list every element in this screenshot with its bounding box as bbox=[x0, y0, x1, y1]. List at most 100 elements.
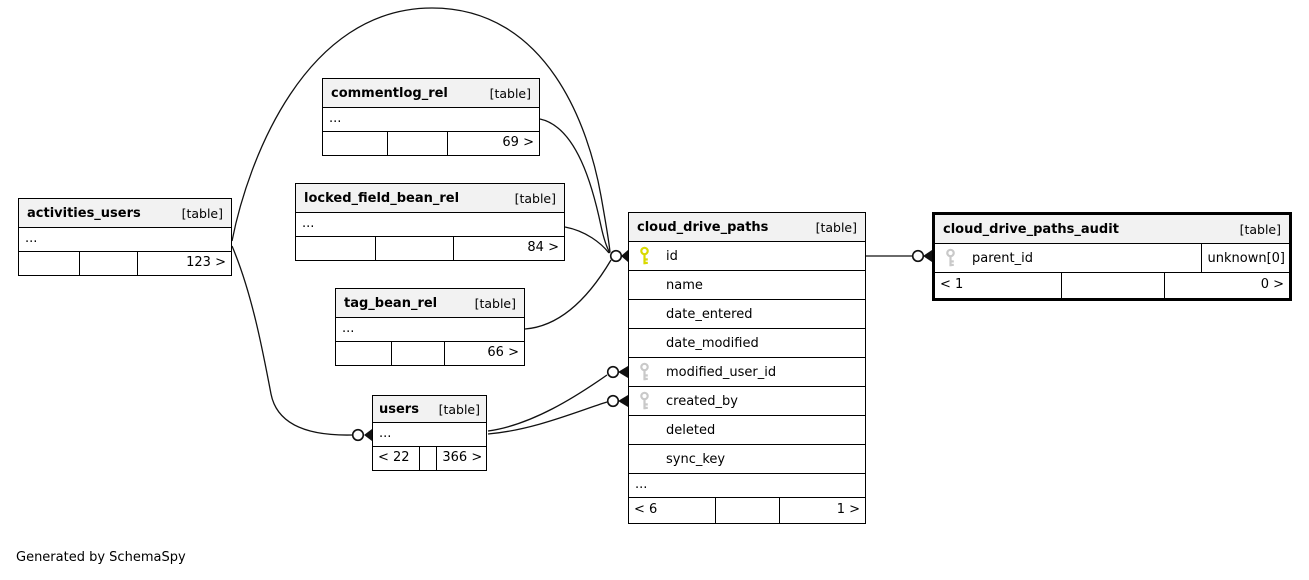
footer-cell bbox=[80, 252, 138, 275]
edge-commentlog-rel-to-cloud-drive-paths bbox=[539, 118, 611, 254]
table-footer: < 22 366 > bbox=[373, 447, 486, 470]
arrowhead bbox=[364, 429, 372, 441]
columns-ellipsis: ... bbox=[19, 228, 231, 252]
table-users: users [table] ... < 22 366 > bbox=[372, 395, 487, 471]
footer-children-count: 1 > bbox=[836, 502, 860, 517]
foreign-key-icon bbox=[639, 391, 666, 412]
edge-activities-users-to-cloud-drive-paths bbox=[231, 7, 611, 253]
table-header: cloud_drive_paths [table] bbox=[629, 213, 865, 242]
edge-locked-field-bean-rel-to-cloud-drive-paths bbox=[564, 226, 610, 254]
footer-parents-count: < 22 bbox=[373, 447, 421, 470]
footer-children-count: 0 > bbox=[1260, 277, 1284, 292]
table-name-link[interactable]: commentlog_rel bbox=[331, 85, 448, 101]
column-name: date_modified bbox=[666, 335, 759, 351]
footer-cell bbox=[420, 447, 438, 470]
column-name: date_entered bbox=[666, 306, 753, 322]
footer-cell bbox=[1062, 273, 1166, 298]
footer-parents-count: < 6 bbox=[629, 498, 717, 523]
zero-or-one-marker bbox=[606, 365, 620, 379]
footer-cell bbox=[336, 342, 393, 365]
footer-children-count: 66 > bbox=[487, 345, 519, 360]
edge-users-to-modified-user-id bbox=[487, 374, 608, 432]
column-row-sync-key: sync_key bbox=[629, 445, 865, 474]
table-tag-bean-rel: tag_bean_rel [table] ... 66 > bbox=[335, 288, 525, 366]
footer-cell bbox=[392, 342, 446, 365]
zero-or-one-marker bbox=[351, 428, 365, 442]
table-name-link[interactable]: tag_bean_rel bbox=[344, 295, 438, 311]
table-header: commentlog_rel [table] bbox=[323, 79, 539, 108]
table-footer: < 6 1 > bbox=[629, 498, 865, 523]
table-header: activities_users [table] bbox=[19, 199, 231, 228]
column-row-modified-user-id: modified_user_id bbox=[629, 358, 865, 387]
footer-children-count: 366 > bbox=[442, 450, 483, 465]
arrowhead bbox=[618, 366, 628, 378]
foreign-key-icon bbox=[945, 248, 972, 269]
column-type: unknown[0] bbox=[1200, 244, 1290, 272]
column-name: name bbox=[666, 277, 703, 293]
table-activities-users: activities_users [table] ... 123 > bbox=[18, 198, 232, 276]
zero-or-one-marker bbox=[609, 249, 623, 263]
columns-ellipsis: ... bbox=[373, 423, 486, 447]
columns-ellipsis: ... bbox=[336, 318, 524, 342]
table-type-label: [table] bbox=[514, 190, 556, 206]
table-name-link[interactable]: users bbox=[379, 401, 419, 417]
column-row-parent-id: parent_id unknown[0] bbox=[935, 244, 1289, 273]
columns-ellipsis: ... bbox=[323, 108, 539, 132]
table-locked-field-bean-rel: locked_field_bean_rel [table] ... 84 > bbox=[295, 183, 565, 261]
table-cloud-drive-paths: cloud_drive_paths [table] id name date_e… bbox=[628, 212, 866, 524]
primary-key-icon bbox=[639, 246, 666, 267]
footer-children-count: 84 > bbox=[527, 240, 559, 255]
zero-or-one-marker bbox=[911, 249, 925, 263]
table-footer: 84 > bbox=[296, 237, 564, 260]
footer-children-count: 69 > bbox=[502, 135, 534, 150]
column-name: modified_user_id bbox=[666, 364, 777, 380]
edge-users-to-created-by bbox=[487, 401, 608, 435]
foreign-key-icon bbox=[639, 362, 666, 383]
footer-cell bbox=[323, 132, 388, 155]
columns-ellipsis: ... bbox=[296, 213, 564, 237]
footer-children-count: 123 > bbox=[186, 255, 226, 270]
arrowhead bbox=[621, 250, 628, 262]
table-type-label: [table] bbox=[474, 295, 516, 311]
table-type-label: [table] bbox=[1239, 221, 1281, 237]
table-type-label: [table] bbox=[181, 205, 223, 221]
footer-cell bbox=[296, 237, 377, 260]
generator-credit: Generated by SchemaSpy bbox=[16, 550, 186, 565]
column-name: sync_key bbox=[666, 451, 726, 467]
table-header: tag_bean_rel [table] bbox=[336, 289, 524, 318]
table-header: cloud_drive_paths_audit [table] bbox=[935, 215, 1289, 244]
table-name-link[interactable]: locked_field_bean_rel bbox=[304, 190, 460, 206]
table-name-link[interactable]: activities_users bbox=[27, 205, 141, 221]
table-commentlog-rel: commentlog_rel [table] ... 69 > bbox=[322, 78, 540, 156]
column-name: deleted bbox=[666, 422, 716, 438]
table-footer: 69 > bbox=[323, 132, 539, 155]
table-cloud-drive-paths-audit: cloud_drive_paths_audit [table] parent_i… bbox=[932, 212, 1292, 301]
footer-cell bbox=[376, 237, 455, 260]
table-name-link[interactable]: cloud_drive_paths_audit bbox=[943, 221, 1119, 237]
column-row-id: id bbox=[629, 242, 865, 271]
columns-ellipsis: ... bbox=[629, 474, 865, 498]
footer-cell bbox=[388, 132, 449, 155]
column-row-date-modified: date_modified bbox=[629, 329, 865, 358]
column-row-name: name bbox=[629, 271, 865, 300]
column-name: created_by bbox=[666, 393, 738, 409]
footer-cell bbox=[19, 252, 81, 275]
arrowhead bbox=[923, 250, 932, 262]
footer-parents-count: < 1 bbox=[935, 273, 1063, 298]
table-header: locked_field_bean_rel [table] bbox=[296, 184, 564, 213]
table-header: users [table] bbox=[373, 396, 486, 423]
table-footer: 66 > bbox=[336, 342, 524, 365]
column-name: parent_id bbox=[972, 250, 1033, 266]
column-name: id bbox=[666, 248, 678, 264]
table-type-label: [table] bbox=[489, 85, 531, 101]
table-name-link[interactable]: cloud_drive_paths bbox=[637, 219, 769, 235]
table-footer: 123 > bbox=[19, 252, 231, 275]
table-type-label: [table] bbox=[815, 219, 857, 235]
footer-cell bbox=[716, 498, 781, 523]
table-type-label: [table] bbox=[438, 401, 480, 417]
column-row-deleted: deleted bbox=[629, 416, 865, 445]
edge-activities-users-to-users bbox=[231, 245, 353, 436]
zero-or-one-marker bbox=[606, 394, 620, 408]
